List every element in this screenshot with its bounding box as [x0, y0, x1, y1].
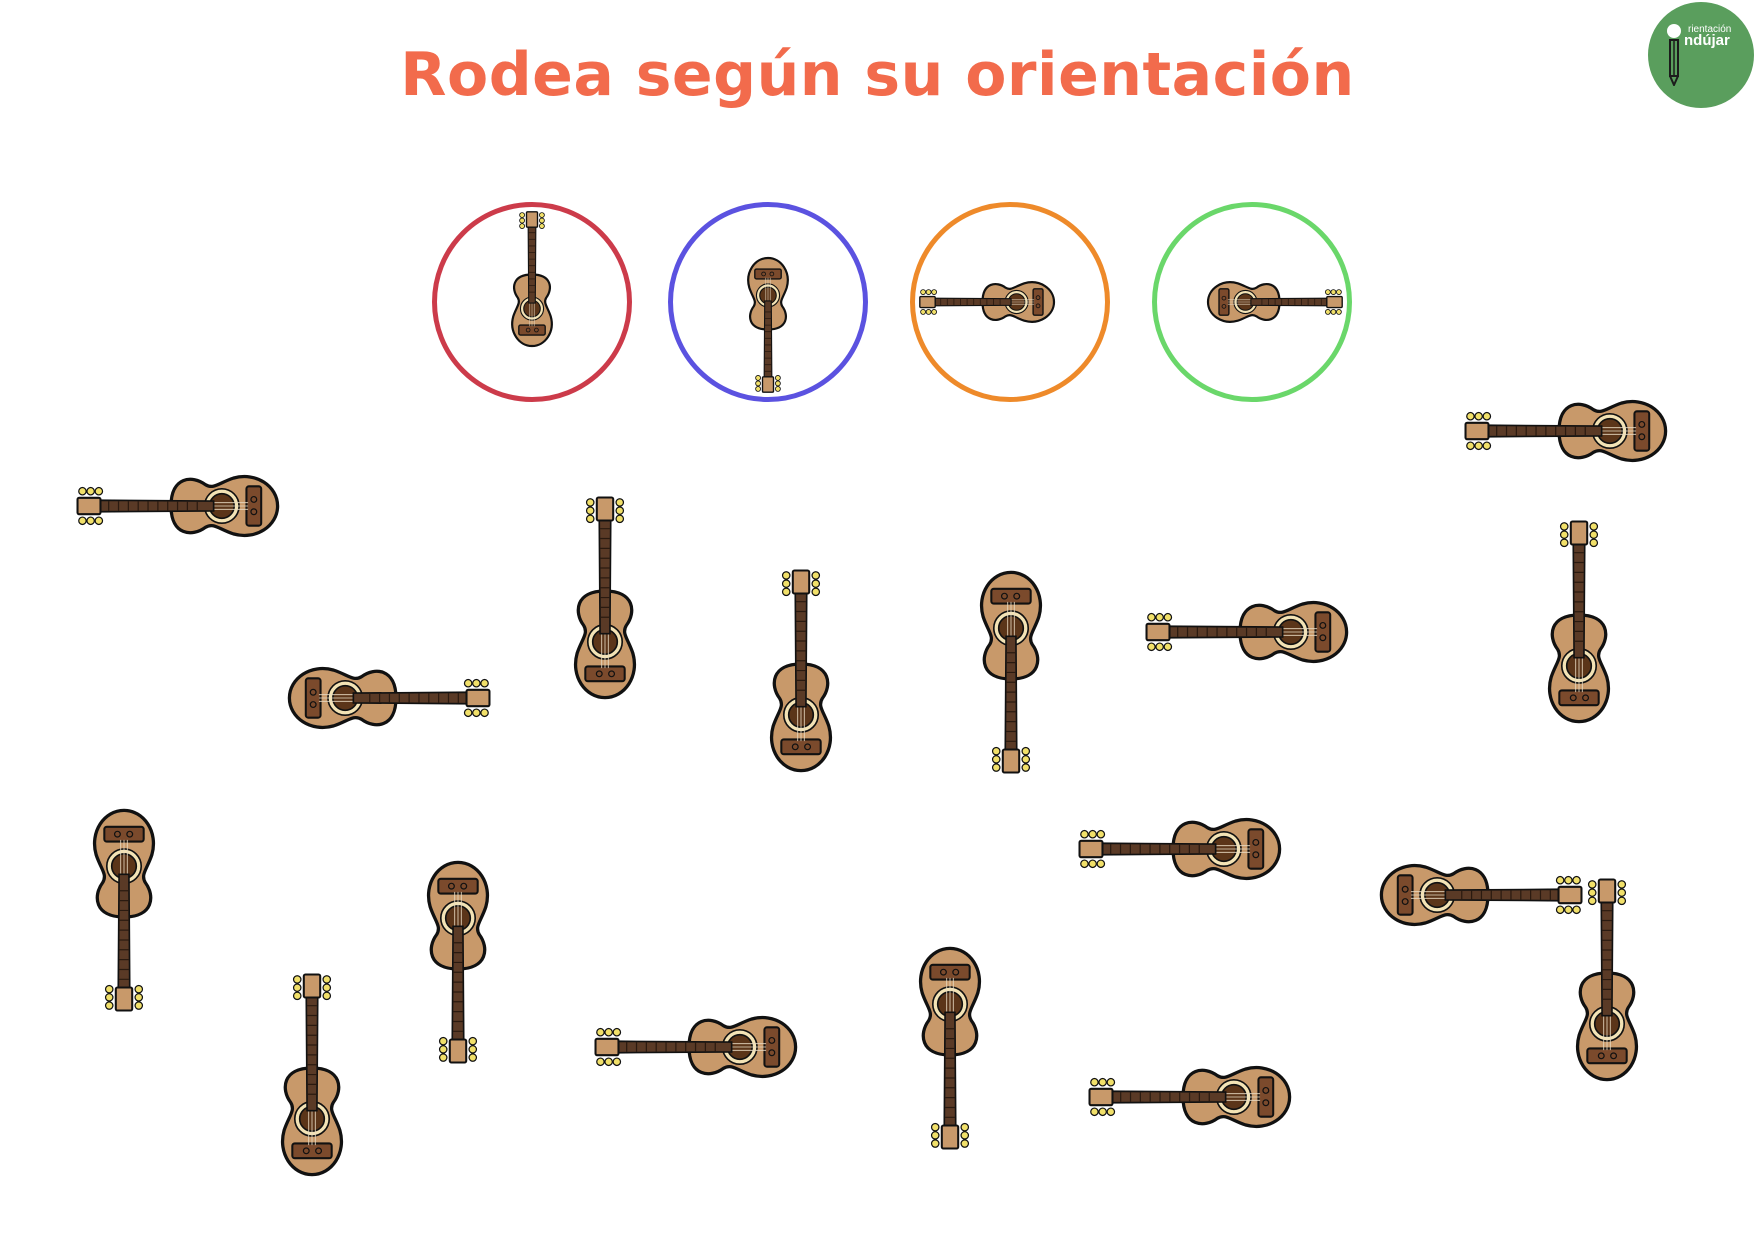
page-title: Rodea según su orientación: [400, 40, 1355, 110]
reference-circle-up: [432, 202, 632, 402]
guitar-up-icon[interactable]: [162, 959, 462, 1259]
reference-guitar-right-icon[interactable]: [1102, 152, 1402, 452]
pencil-icon: [1667, 24, 1681, 86]
reference-circle-down: [668, 202, 868, 402]
orientacion-andujar-logo: rientación ndújar: [1648, 2, 1754, 108]
logo-text-bottom: ndújar: [1684, 32, 1730, 49]
guitar-left-icon[interactable]: [1074, 947, 1374, 1247]
guitar-down-icon[interactable]: [800, 864, 1100, 1164]
logo-text-top: rientación: [1688, 24, 1732, 35]
reference-circle-left: [910, 202, 1110, 402]
reference-circle-right: [1152, 202, 1352, 402]
guitar-up-icon[interactable]: [1457, 864, 1755, 1164]
